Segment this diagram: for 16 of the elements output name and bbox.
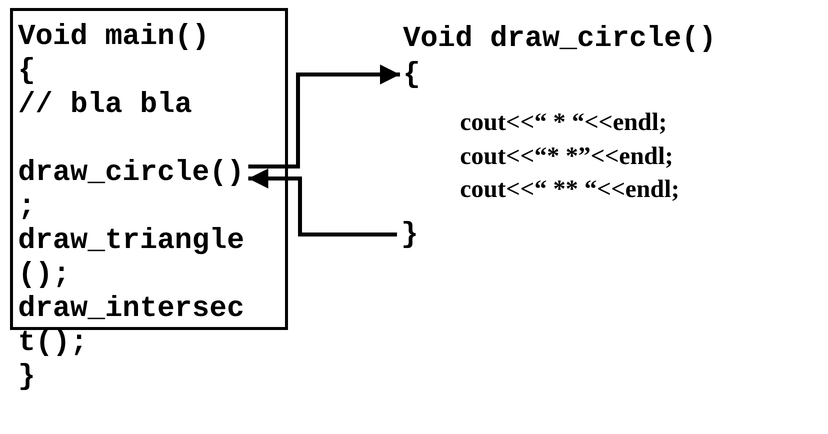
code-line: { <box>18 54 36 88</box>
code-line: { <box>403 58 425 92</box>
code-line: } <box>18 360 36 394</box>
code-box <box>10 8 288 330</box>
code-line: cout<<“* *”<<endl; <box>460 142 674 172</box>
arrow <box>248 64 400 168</box>
code-line: // bla bla <box>18 88 192 122</box>
code-line: cout<<“ ** “<<endl; <box>460 175 680 205</box>
arrow <box>248 168 397 236</box>
code-line: draw_circle() ; <box>18 156 268 224</box>
code-line: draw_triangle (); <box>18 224 246 292</box>
code-line: } <box>401 218 423 252</box>
code-line: cout<<“ * “<<endl; <box>460 108 668 138</box>
code-line: Void main() <box>18 20 210 54</box>
code-line: draw_intersec t(); <box>18 292 246 360</box>
code-line: Void draw_circle() <box>403 22 718 56</box>
